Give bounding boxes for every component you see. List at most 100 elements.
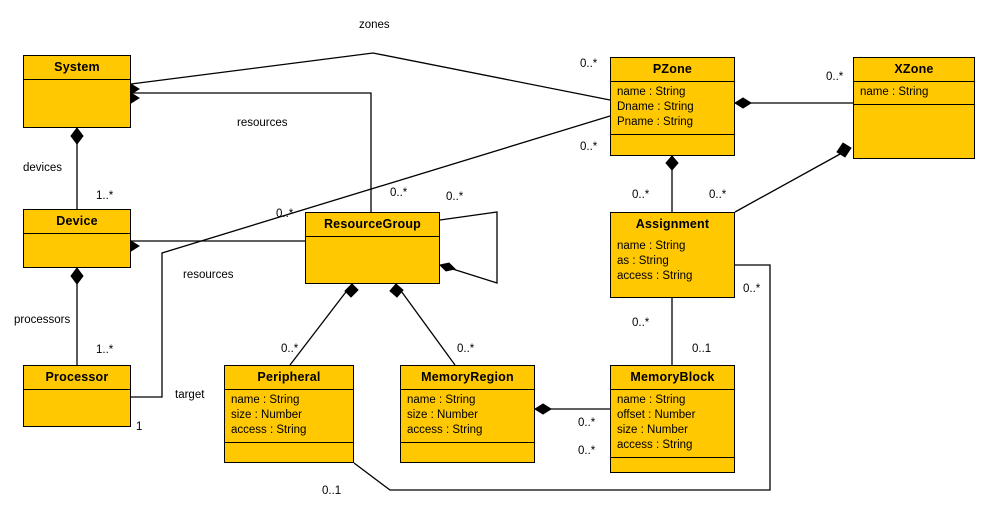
class-separator bbox=[225, 388, 353, 390]
class-separator bbox=[401, 441, 534, 443]
attribute: size : Number bbox=[231, 408, 302, 421]
attribute: size : Number bbox=[407, 408, 478, 421]
class-name-pzone: PZone bbox=[652, 62, 693, 76]
attribute: offset : Number bbox=[617, 408, 696, 421]
multiplicity-assignment-right: 0..* bbox=[743, 283, 761, 295]
class-box-processor[interactable]: Processor bbox=[23, 365, 131, 427]
multiplicity-processors-processor: 1..* bbox=[96, 344, 114, 356]
attribute: access : String bbox=[617, 269, 693, 282]
multiplicity-pzone-top: 0..* bbox=[580, 58, 598, 70]
class-name-xzone: XZone bbox=[894, 62, 934, 76]
class-name-processor: Processor bbox=[45, 370, 109, 384]
edge-resourcegroup-self bbox=[439, 211, 498, 284]
attribute: name : String bbox=[860, 85, 929, 98]
attribute: access : String bbox=[617, 438, 693, 451]
composition-diamond-device-processors bbox=[70, 267, 84, 285]
multiplicity-assignment-bottom-left: 0..* bbox=[632, 317, 650, 329]
multiplicity-memoryregion-top: 0..* bbox=[457, 343, 475, 355]
edge-peripheral-assignment bbox=[353, 264, 771, 491]
class-body-resourcegroup bbox=[306, 237, 439, 284]
class-box-xzone[interactable]: XZone name : String bbox=[853, 57, 975, 159]
class-name-peripheral: Peripheral bbox=[257, 370, 321, 384]
multiplicity-resourcegroup-left: 0..* bbox=[276, 208, 294, 220]
attribute: as : String bbox=[617, 254, 669, 267]
multiplicity-devices-device: 1..* bbox=[96, 190, 114, 202]
attribute: access : String bbox=[231, 423, 307, 436]
class-box-memoryblock[interactable]: MemoryBlock name : String offset : Numbe… bbox=[610, 365, 735, 473]
class-operations-peripheral bbox=[225, 443, 353, 463]
association-label-resources-system: resources bbox=[237, 117, 288, 129]
multiplicity-peripheral-bottom: 0..1 bbox=[322, 485, 342, 497]
class-separator bbox=[225, 441, 353, 443]
class-attributes-memoryregion: name : String size : Number access : Str… bbox=[401, 390, 534, 442]
class-separator bbox=[611, 388, 734, 390]
class-box-device[interactable]: Device bbox=[23, 209, 131, 268]
class-name-system: System bbox=[54, 60, 100, 74]
class-operations-pzone bbox=[611, 135, 734, 156]
class-attributes-assignment: name : String as : String access : Strin… bbox=[611, 236, 734, 288]
class-separator bbox=[611, 80, 734, 82]
attribute: Dname : String bbox=[617, 100, 694, 113]
multiplicity-resourcegroup-self: 0..* bbox=[446, 191, 464, 203]
association-label-zones: zones bbox=[359, 19, 390, 31]
class-body-system bbox=[24, 80, 130, 128]
attribute: Pname : String bbox=[617, 115, 694, 128]
association-label-resources-device: resources bbox=[183, 269, 234, 281]
class-attributes-pzone: name : String Dname : String Pname : Str… bbox=[611, 82, 734, 134]
multiplicity-assignment-top-left: 0..* bbox=[632, 189, 650, 201]
class-box-pzone[interactable]: PZone name : String Dname : String Pname… bbox=[610, 57, 735, 156]
class-separator bbox=[854, 103, 974, 105]
association-label-devices: devices bbox=[23, 162, 62, 174]
attribute: name : String bbox=[407, 393, 476, 406]
multiplicity-processor-target: 1 bbox=[136, 421, 143, 433]
class-operations-xzone bbox=[854, 105, 974, 159]
multiplicity-assignment-top-right: 0..* bbox=[709, 189, 727, 201]
class-name-resourcegroup: ResourceGroup bbox=[323, 217, 422, 231]
class-name-device: Device bbox=[56, 214, 98, 228]
association-label-target: target bbox=[175, 389, 205, 401]
class-body-processor bbox=[24, 390, 130, 427]
composition-diamond-resourcegroup-memoryregion bbox=[389, 283, 404, 298]
class-attributes-xzone: name : String bbox=[854, 82, 974, 104]
composition-diamond-pzone-assignment bbox=[665, 155, 679, 171]
class-separator bbox=[611, 133, 734, 135]
multiplicity-memoryblock-top: 0..1 bbox=[692, 343, 712, 355]
attribute: name : String bbox=[231, 393, 300, 406]
class-operations-assignment bbox=[611, 288, 734, 298]
multiplicity-pzone-bottom: 0..* bbox=[580, 141, 598, 153]
multiplicity-memoryblock-bottom-left: 0..* bbox=[578, 445, 596, 457]
association-label-processors: processors bbox=[14, 314, 71, 326]
class-box-resourcegroup[interactable]: ResourceGroup bbox=[305, 212, 440, 284]
class-box-memoryregion[interactable]: MemoryRegion name : String size : Number… bbox=[400, 365, 535, 463]
class-box-peripheral[interactable]: Peripheral name : String size : Number a… bbox=[224, 365, 354, 463]
class-separator bbox=[24, 78, 130, 80]
attribute: name : String bbox=[617, 85, 686, 98]
edge-pzone-processor-target bbox=[131, 115, 611, 398]
class-separator bbox=[306, 235, 439, 237]
class-name-assignment: Assignment bbox=[635, 217, 710, 231]
class-operations-memoryregion bbox=[401, 443, 534, 463]
multiplicity-xzone-left: 0..* bbox=[826, 71, 844, 83]
class-separator bbox=[24, 388, 130, 390]
composition-diamond-memoryregion-memoryblock bbox=[534, 403, 552, 415]
edge-system-pzone-zones bbox=[130, 52, 611, 101]
multiplicity-peripheral-top: 0..* bbox=[281, 343, 299, 355]
class-box-system[interactable]: System bbox=[23, 55, 131, 128]
edge-xzone-assignment bbox=[734, 147, 852, 213]
class-separator bbox=[611, 456, 734, 458]
composition-diamond-system-devices bbox=[70, 127, 84, 145]
class-box-assignment[interactable]: Assignment name : String as : String acc… bbox=[610, 212, 735, 298]
class-attributes-memoryblock: name : String offset : Number size : Num… bbox=[611, 390, 734, 457]
class-separator bbox=[401, 388, 534, 390]
class-operations-memoryblock bbox=[611, 458, 734, 473]
composition-diamond-xzone-assignment bbox=[836, 142, 852, 158]
attribute: name : String bbox=[617, 393, 686, 406]
edge-resourcegroup-peripheral bbox=[289, 283, 353, 366]
composition-diamond-resourcegroup-peripheral bbox=[344, 283, 359, 298]
class-name-memoryregion: MemoryRegion bbox=[421, 370, 514, 384]
class-attributes-peripheral: name : String size : Number access : Str… bbox=[225, 390, 353, 442]
class-name-memoryblock: MemoryBlock bbox=[630, 370, 715, 384]
class-body-device bbox=[24, 234, 130, 268]
